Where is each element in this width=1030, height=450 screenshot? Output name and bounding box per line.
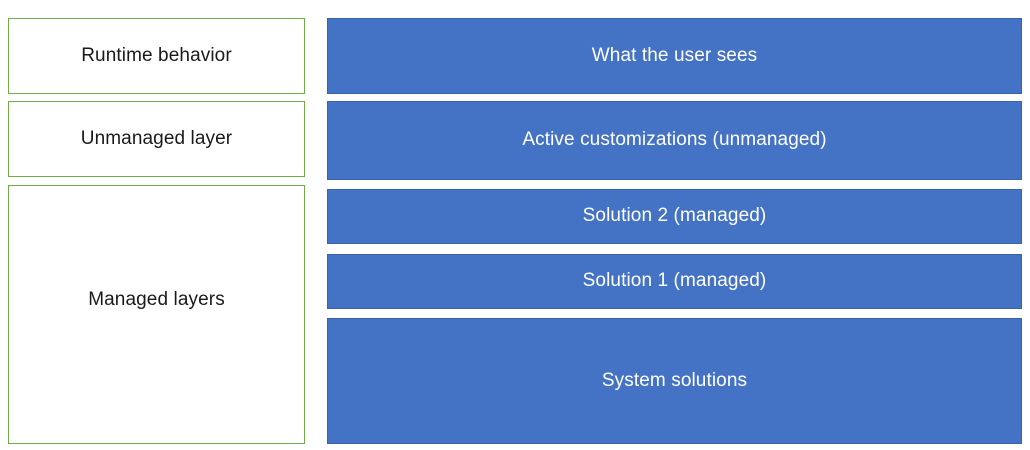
stack-bar-what-the-user-sees-label: What the user sees	[591, 44, 758, 66]
layer-box-unmanaged-layer: Unmanaged layer	[8, 101, 305, 177]
layer-box-runtime-behavior-label: Runtime behavior	[81, 44, 232, 66]
stack-bar-system-solutions-label: System solutions	[601, 369, 748, 391]
stack-bar-active-customizations: Active customizations (unmanaged)	[327, 101, 1022, 180]
stack-bar-what-the-user-sees: What the user sees	[327, 18, 1022, 94]
stack-bar-solution-1-label: Solution 1 (managed)	[582, 270, 767, 292]
layer-box-runtime-behavior: Runtime behavior	[8, 18, 305, 94]
layer-box-managed-layers: Managed layers	[8, 185, 305, 444]
stack-bar-solution-2-label: Solution 2 (managed)	[582, 205, 767, 227]
stack-bar-active-customizations-label: Active customizations (unmanaged)	[522, 129, 827, 151]
stack-bar-solution-1: Solution 1 (managed)	[327, 254, 1022, 309]
layer-box-managed-layers-label: Managed layers	[88, 289, 225, 311]
stack-bar-system-solutions: System solutions	[327, 318, 1022, 444]
layer-box-unmanaged-layer-label: Unmanaged layer	[80, 127, 233, 149]
stack-bar-solution-2: Solution 2 (managed)	[327, 189, 1022, 244]
